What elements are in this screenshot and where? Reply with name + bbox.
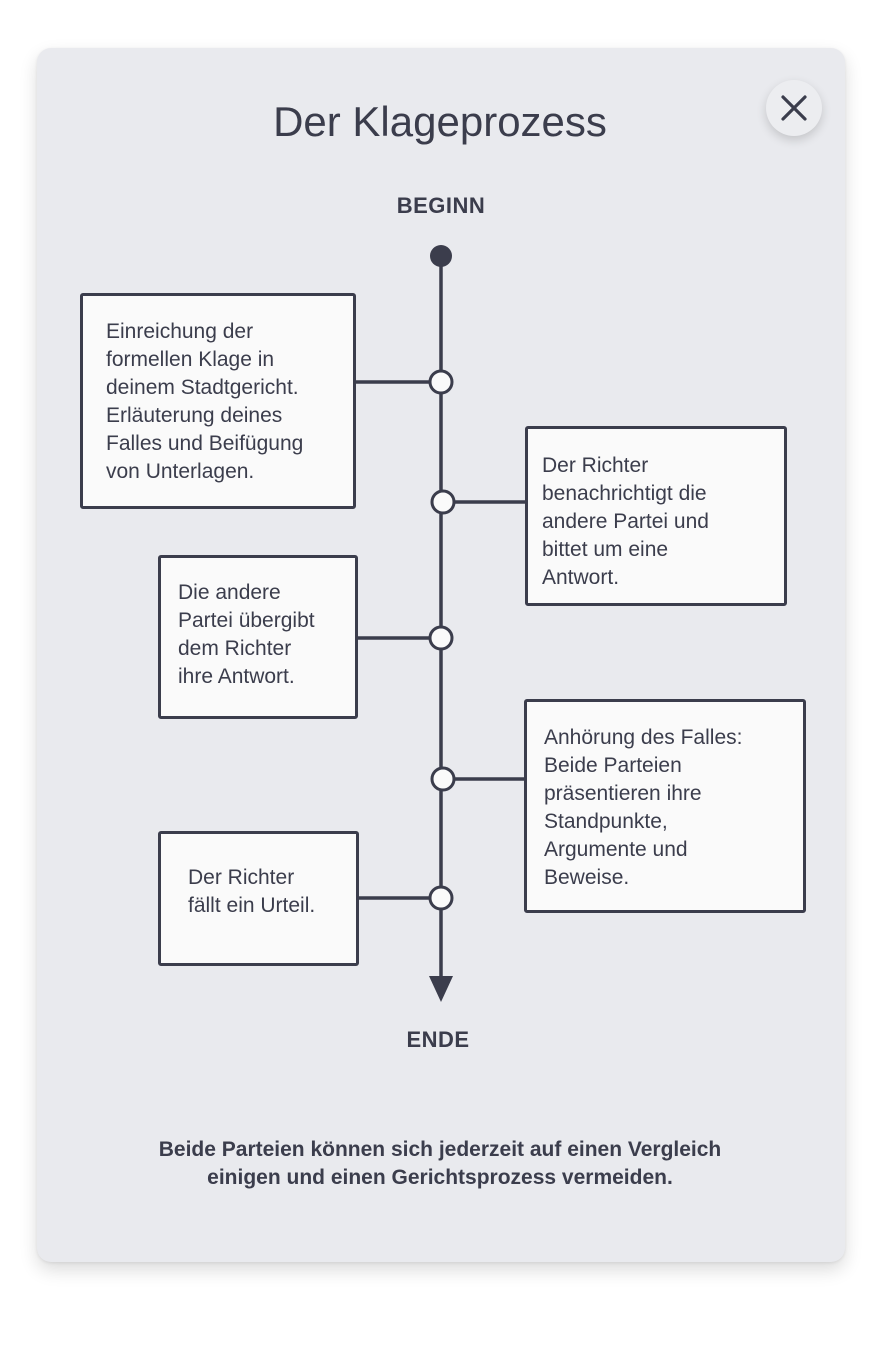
step-box-4: Anhörung des Falles: Beide Parteien präs… xyxy=(524,699,806,913)
close-button[interactable] xyxy=(766,80,822,136)
node-step-5 xyxy=(428,885,454,911)
close-icon xyxy=(781,95,807,121)
node-step-1 xyxy=(428,369,454,395)
end-arrow xyxy=(429,976,453,1002)
node-step-2 xyxy=(430,489,456,515)
step-box-1: Einreichung der formellen Klage in deine… xyxy=(80,293,356,509)
end-label: ENDE xyxy=(406,1027,470,1052)
step-box-2: Der Richter benachrichtigt die andere Pa… xyxy=(525,426,787,606)
step-box-3: Die andere Partei übergibt dem Richter i… xyxy=(158,555,358,719)
dialog-title: Der Klageprozess xyxy=(273,98,607,145)
node-step-4 xyxy=(430,766,456,792)
node-step-3 xyxy=(428,625,454,651)
start-dot xyxy=(430,245,452,267)
settlement-note: Beide Parteien können sich jederzeit auf… xyxy=(158,1138,722,1189)
step-box-5: Der Richter fällt ein Urteil. xyxy=(158,831,359,966)
start-label: BEGINN xyxy=(396,193,486,218)
